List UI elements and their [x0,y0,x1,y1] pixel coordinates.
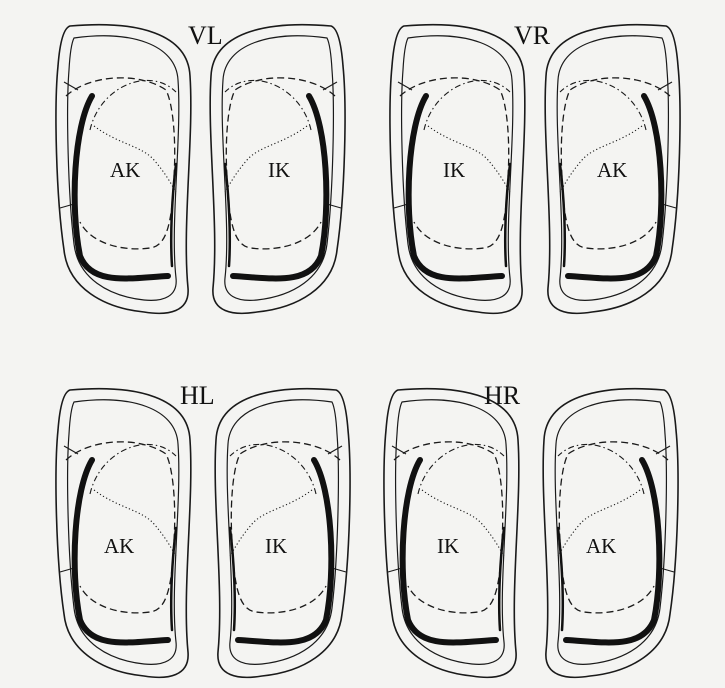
region-label: AK [110,158,140,182]
region-label: IK [265,534,287,558]
panel-vl: VL AK IK [56,21,345,313]
panel-title: VL [188,21,223,50]
panel-hl: HL AK IK [56,381,350,677]
region-label: IK [443,158,465,182]
lobe-right [543,389,678,678]
region-label: IK [268,158,290,182]
dark-band [75,96,168,278]
panel-title: VR [514,21,551,50]
region-label: IK [437,534,459,558]
panel-hr: HR IK AK [384,381,678,677]
dark-band [568,96,661,278]
panel-title: HR [484,381,521,410]
region-label: AK [104,534,134,558]
lobe-left [384,389,519,678]
lobe-left [56,389,191,678]
region-label: AK [586,534,616,558]
panel-title: HL [180,381,215,410]
dark-band [409,96,502,278]
dark-band [233,96,326,278]
region-label: AK [597,158,627,182]
panel-vr: VR IK AK [390,21,680,313]
lobe-right [215,389,350,678]
